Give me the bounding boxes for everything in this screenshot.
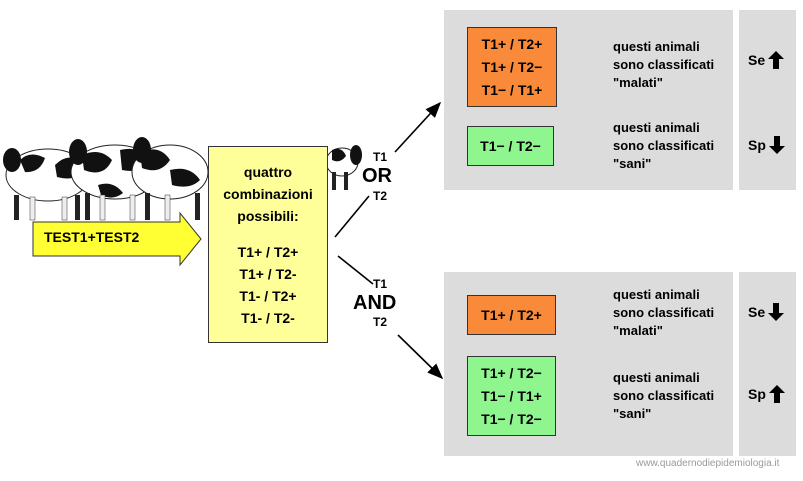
or-se-label: Se [748,52,766,68]
or-healthy-desc: questi animali sono classificati "sani" [613,119,714,173]
or-sp-label: Sp [748,137,766,153]
cow-herd-image [3,137,362,221]
combinations-title-1: quattro [243,163,293,180]
and-healthy-desc-3: "sani" [613,406,652,421]
or-sick-box: T1+ / T2+ T1+ / T2− T1− / T1+ [467,27,557,107]
footer-url[interactable]: www.quadernodiepidemiologia.it [636,458,780,469]
arrow-down-icon [768,303,785,321]
and-healthy-line-3: T1− / T2− [481,410,542,427]
and-sick-desc: questi animali sono classificati "malati… [613,286,714,340]
and-sick-desc-3: "malati" [613,323,663,338]
input-label: TEST1+TEST2 [44,229,140,245]
and-healthy-line-1: T1+ / T2− [481,364,542,381]
and-se-indicator: Se [748,302,785,322]
or-sick-line-2: T1+ / T2− [481,58,543,75]
or-t2-label: T2 [373,189,388,203]
or-healthy-desc-3: "sani" [613,156,652,171]
or-sick-line-3: T1− / T1+ [481,81,543,98]
and-sick-box: T1+ / T2+ [467,295,556,335]
and-se-label: Se [748,304,766,320]
or-sp-indicator: Sp [748,135,786,155]
or-healthy-line-1: T1− / T2− [480,137,541,154]
or-metrics-panel [739,10,796,190]
arrow-down-icon [768,136,785,154]
and-sick-line-1: T1+ / T2+ [481,306,542,323]
and-branch-arrow [337,255,442,378]
and-t1-label: T1 [373,277,388,291]
and-sp-label: Sp [748,386,766,402]
or-sick-desc-1: questi animali [613,39,700,54]
or-healthy-box: T1− / T2− [467,126,554,166]
and-metrics-panel [739,272,796,456]
combinations-title-2: combinazioni [223,185,313,202]
and-t2-label: T2 [373,315,388,329]
and-operator: AND [353,292,397,314]
combo-3: T1- / T2+ [239,287,297,304]
or-se-indicator: Se [748,50,785,70]
combinations-title-3: possibili: [237,207,299,224]
or-operator: OR [362,165,392,187]
or-sick-desc-2: sono classificati [613,57,715,72]
and-healthy-box: T1+ / T2− T1− / T1+ T1− / T2− [467,356,556,436]
or-sick-desc-3: "malati" [613,75,663,90]
arrow-up-icon [768,51,785,69]
or-healthy-desc-1: questi animali [613,120,700,135]
or-sick-line-1: T1+ / T2+ [481,35,543,52]
and-sp-indicator: Sp [748,384,786,404]
and-healthy-line-2: T1− / T1+ [481,387,542,404]
combo-1: T1+ / T2+ [237,243,299,260]
and-healthy-desc-2: sono classificati [613,388,715,403]
or-branch-arrow [334,103,440,238]
and-healthy-desc: questi animali sono classificati "sani" [613,369,714,423]
and-sick-desc-2: sono classificati [613,305,715,320]
combo-2: T1+ / T2- [239,265,297,282]
or-t1-label: T1 [373,150,388,164]
combinations-box: quattro combinazioni possibili: T1+ / T2… [208,146,328,343]
arrow-up-icon [768,385,785,403]
or-healthy-desc-2: sono classificati [613,138,715,153]
and-sick-desc-1: questi animali [613,287,700,302]
or-sick-desc: questi animali sono classificati "malati… [613,38,714,92]
and-healthy-desc-1: questi animali [613,370,700,385]
combo-4: T1- / T2- [241,309,295,326]
input-arrow-shape [32,211,202,267]
